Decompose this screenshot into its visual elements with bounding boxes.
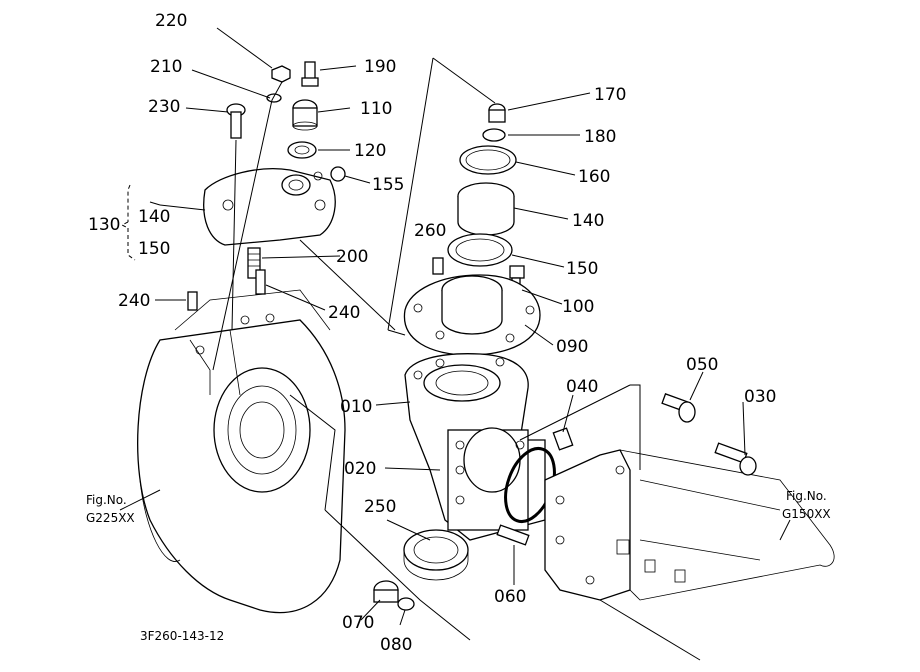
label-170: 170 <box>594 85 626 105</box>
part-labels: 220 210 230 190 110 120 155 130 140 150 … <box>86 11 831 655</box>
label-220: 220 <box>155 11 187 31</box>
label-190: 190 <box>364 57 396 77</box>
pin-240b <box>255 269 266 295</box>
grease-nipple-190 <box>301 61 319 87</box>
plug-155 <box>330 166 346 182</box>
bushing-070 <box>373 580 399 603</box>
fig-left-label: Fig.No. <box>86 493 127 507</box>
nut-220 <box>271 65 291 83</box>
bolt-230 <box>226 103 246 139</box>
label-240-b: 240 <box>328 303 360 323</box>
seal-250 <box>403 529 469 581</box>
seal-150 <box>447 233 513 267</box>
bolt-050 <box>661 393 696 423</box>
grease-cap-170 <box>488 103 506 123</box>
label-100: 100 <box>562 297 594 317</box>
label-060: 060 <box>494 587 526 607</box>
pin-240a <box>187 291 198 311</box>
label-140-b: 140 <box>572 211 604 231</box>
label-180: 180 <box>584 127 616 147</box>
knuckle-010 <box>404 353 546 541</box>
label-250: 250 <box>364 497 396 517</box>
label-120: 120 <box>354 141 386 161</box>
label-240-a: 240 <box>118 291 150 311</box>
o-ring-180 <box>482 128 506 142</box>
assembly-lines <box>212 57 701 661</box>
washer-080 <box>397 597 415 611</box>
label-230: 230 <box>148 97 180 117</box>
label-210: 210 <box>150 57 182 77</box>
label-150-a: 150 <box>138 239 170 259</box>
label-140-a: 140 <box>138 207 170 227</box>
cap-110 <box>292 99 318 131</box>
label-090: 090 <box>556 337 588 357</box>
label-010: 010 <box>340 397 372 417</box>
leader-lines <box>119 27 791 626</box>
bushing-140 <box>457 182 515 236</box>
washer-210 <box>266 93 282 103</box>
label-070: 070 <box>342 613 374 633</box>
label-110: 110 <box>360 99 392 119</box>
label-150-b: 150 <box>566 259 598 279</box>
label-200: 200 <box>336 247 368 267</box>
label-030: 030 <box>744 387 776 407</box>
right-axle-housing <box>544 449 835 601</box>
left-axle-housing <box>137 289 346 614</box>
label-130: 130 <box>88 215 120 235</box>
fig-right-number: G150XX <box>782 507 831 521</box>
bolt-030 <box>714 442 757 476</box>
ring-160 <box>459 145 517 175</box>
label-020: 020 <box>344 459 376 479</box>
pin-040 <box>552 427 574 451</box>
label-155: 155 <box>372 175 404 195</box>
label-040: 040 <box>566 377 598 397</box>
kingpin-cover <box>203 168 336 246</box>
plug-260 <box>432 257 444 275</box>
label-160: 160 <box>578 167 610 187</box>
fig-right-label: Fig.No. <box>786 489 827 503</box>
label-080: 080 <box>380 635 412 655</box>
label-260: 260 <box>414 221 446 241</box>
drawing-code: 3F260-143-12 <box>140 629 224 643</box>
flange-090 <box>403 274 541 356</box>
fig-left-number: G225XX <box>86 511 135 525</box>
stud-060 <box>496 524 530 546</box>
seal-120 <box>287 141 317 159</box>
label-050: 050 <box>686 355 718 375</box>
